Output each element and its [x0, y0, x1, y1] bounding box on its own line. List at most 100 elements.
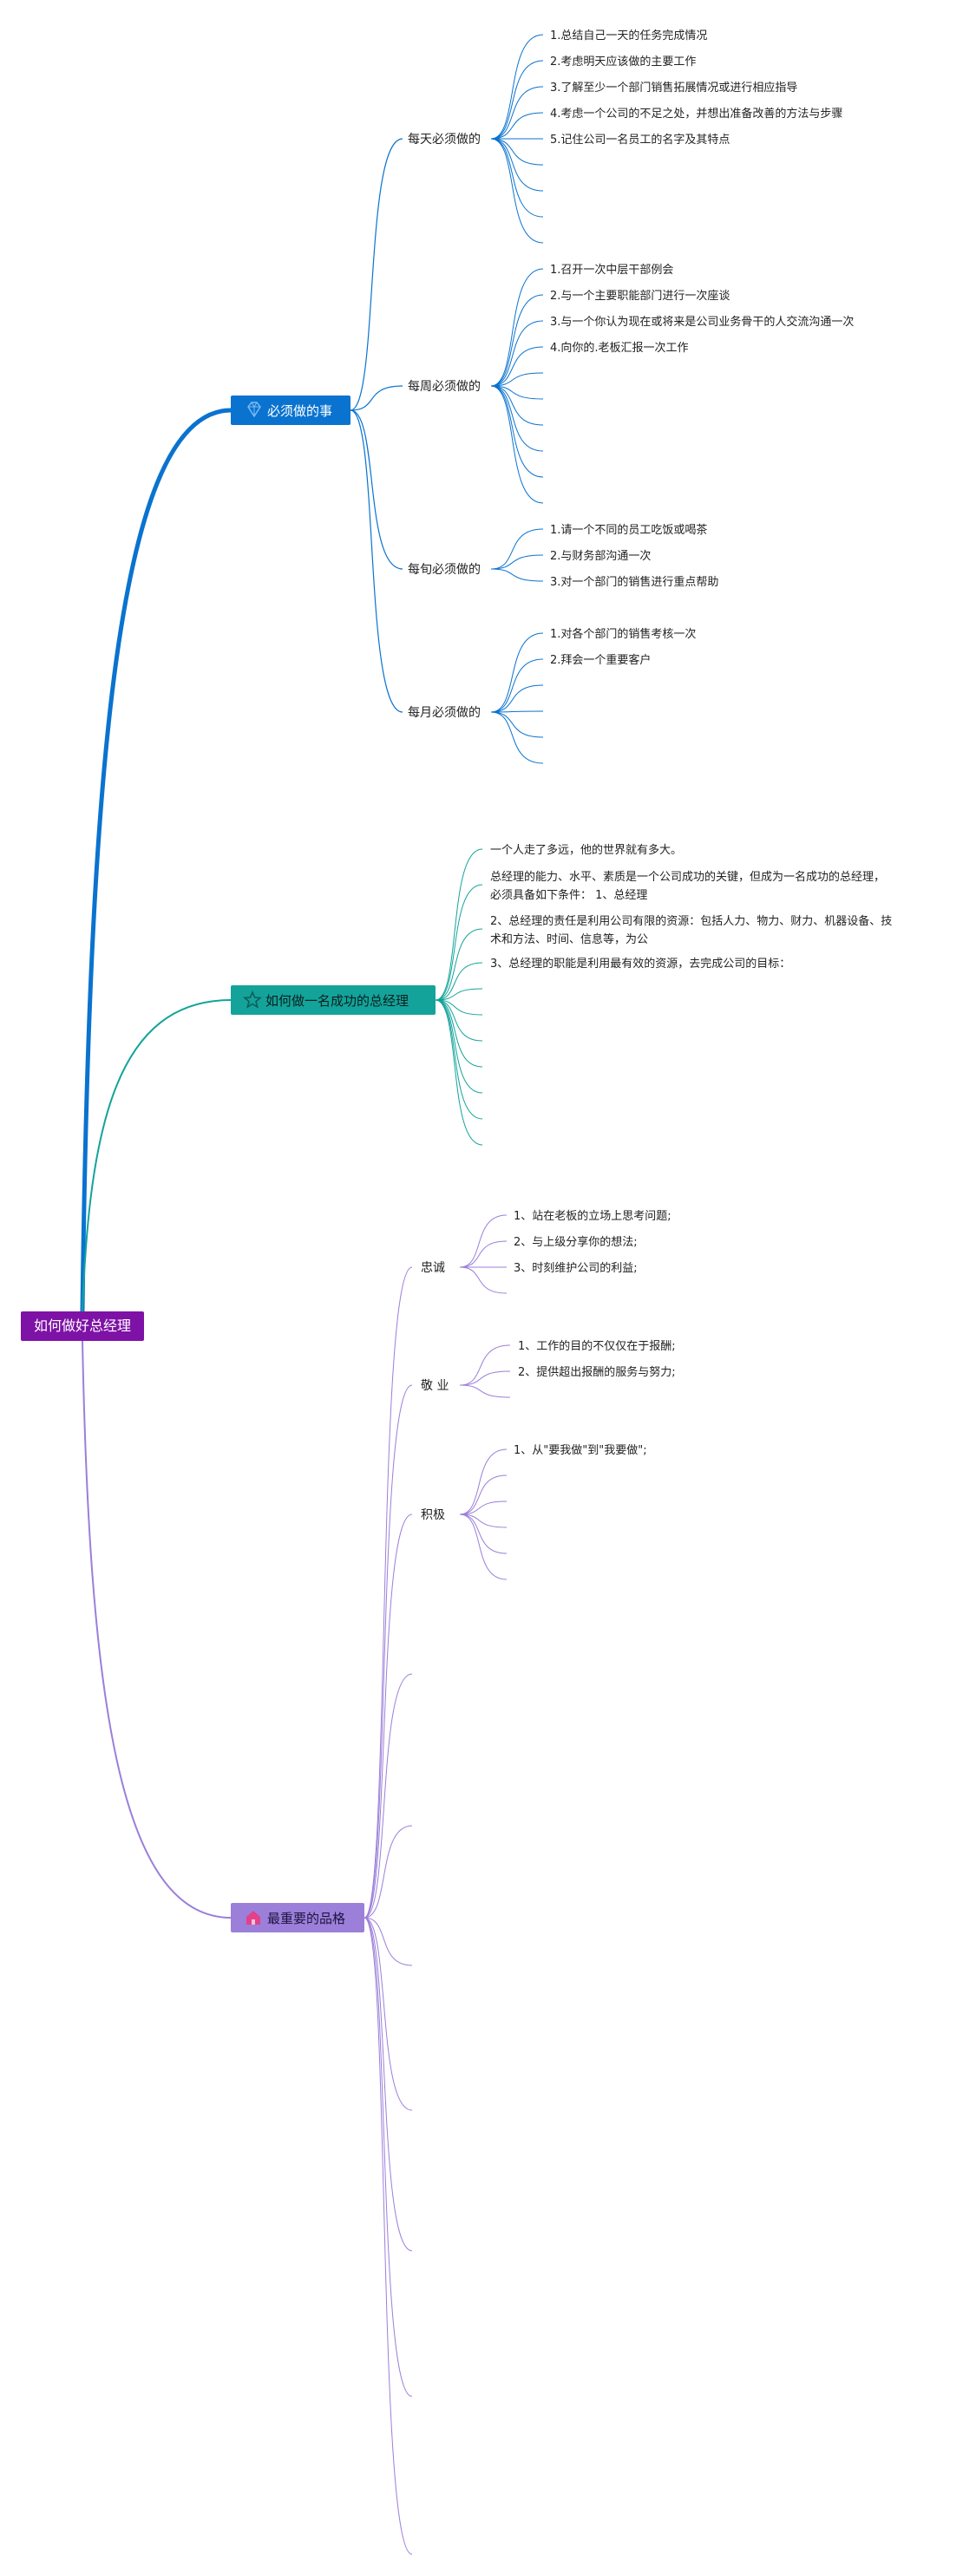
subtopic-proactive[interactable]: 积极: [421, 1508, 445, 1522]
leaf-item[interactable]: 3、总经理的职能是利用最有效的资源，去完成公司的目标：: [490, 957, 790, 971]
leaf-item[interactable]: 3.了解至少一个部门销售拓展情况或进行相应指导: [550, 81, 797, 95]
connector-subtopic-leaf: [459, 1514, 508, 1580]
leaf-item[interactable]: 一个人走了多远，他的世界就有多大。: [490, 843, 682, 857]
connector-branch-leaf: [435, 999, 483, 1146]
connector-branch-subtopic: [364, 1917, 413, 2252]
root-node-box: [21, 1311, 144, 1341]
connector-subtopic-leaf: [490, 60, 544, 140]
leaf-item[interactable]: 总经理的能力、水平、素质是一个公司成功的关键，但成为一名成功的总经理，: [490, 870, 885, 884]
leaf-item[interactable]: 3.与一个你认为现在或将来是公司业务骨干的人交流沟通一次: [550, 315, 854, 329]
subtopic-loyalty[interactable]: 忠诚: [421, 1261, 445, 1275]
connector-branch-leaf: [435, 928, 483, 1001]
branch-node-box: [231, 985, 436, 1015]
leaf-item[interactable]: 1、从"要我做"到"我要做";: [514, 1444, 647, 1457]
leaf-item[interactable]: 1、工作的目的不仅仅在于报酬;: [518, 1339, 676, 1353]
branch-node-box: [231, 396, 350, 425]
leaf-item[interactable]: 2.考虑明天应该做的主要工作: [550, 55, 696, 69]
gem-icon: [247, 402, 261, 418]
leaf-item[interactable]: 术和方法、时间、信息等，为公: [490, 932, 648, 946]
connector-subtopic-leaf: [490, 684, 544, 713]
root-node[interactable]: 如何做好总经理: [21, 1311, 144, 1341]
connector-subtopic-leaf: [490, 710, 544, 713]
connector-subtopic-leaf: [459, 1214, 508, 1268]
connector-branch-subtopic: [364, 1917, 413, 2555]
leaf-item[interactable]: 1.召开一次中层干部例会: [550, 263, 673, 277]
branch-node-character[interactable]: 最重要的品格: [231, 1903, 364, 1932]
subtopic-monthly[interactable]: 每月必须做的: [408, 706, 481, 720]
connector-branch-subtopic: [364, 1673, 413, 1919]
connector-subtopic-leaf: [490, 385, 544, 478]
connector-subtopic-leaf: [490, 554, 544, 570]
connector-branch-leaf: [435, 999, 483, 1016]
leaf-item[interactable]: 4.考虑一个公司的不足之处，并想出准备改善的方法与步骤: [550, 107, 842, 121]
leaf-item[interactable]: 1.总结自己一天的任务完成情况: [550, 29, 707, 42]
connector-branch-subtopic: [364, 1917, 413, 2397]
leaf-item[interactable]: 5.记住公司一名员工的名字及其特点: [550, 133, 730, 147]
connector-branch-leaf: [435, 999, 483, 1068]
connector-branch-leaf: [435, 884, 483, 1001]
connector-branch-subtopic: [350, 409, 403, 713]
leaf-item[interactable]: 2、总经理的责任是利用公司有限的资源：包括人力、物力、财力、机器设备、技: [490, 914, 892, 928]
connector-branch-subtopic: [364, 1917, 413, 1966]
leaf-item[interactable]: 2、与上级分享你的想法;: [514, 1235, 638, 1249]
connector-subtopic-leaf: [490, 385, 544, 426]
connector-subtopic-leaf: [490, 320, 544, 387]
leaf-item[interactable]: 1.对各个部门的销售考核一次: [550, 627, 696, 641]
connector-subtopic-leaf: [459, 1514, 508, 1554]
connector-subtopic-leaf: [490, 385, 544, 504]
connector-subtopic-leaf: [490, 568, 544, 582]
connector-subtopic-leaf: [490, 632, 544, 713]
leaf-item[interactable]: 2.与财务部沟通一次: [550, 549, 651, 563]
connector-branch-subtopic: [364, 1825, 413, 1919]
connector-branch-subtopic: [350, 138, 403, 411]
branch-node-label: 如何做一名成功的总经理: [265, 993, 409, 1009]
branch-node-success[interactable]: 如何做一名成功的总经理: [231, 985, 436, 1015]
leaf-item[interactable]: 必须具备如下条件： 1、总经理: [490, 888, 647, 902]
connector-subtopic-leaf: [459, 1514, 508, 1528]
subtopic-ten-day[interactable]: 每旬必须做的: [408, 563, 481, 577]
connector-subtopic-leaf: [459, 1500, 508, 1515]
connector-branch-leaf: [435, 848, 483, 1001]
connector-branch-subtopic: [350, 385, 403, 411]
connector-subtopic-leaf: [490, 138, 544, 244]
connector-root-branch: [80, 408, 233, 1314]
connector-subtopic-leaf: [490, 34, 544, 140]
connector-subtopic-leaf: [490, 268, 544, 387]
connectors: [80, 34, 544, 2555]
connector-branch-leaf: [435, 988, 483, 1001]
connector-subtopic-leaf: [490, 346, 544, 387]
connector-subtopic-leaf: [490, 711, 544, 764]
connector-branch-subtopic: [364, 1917, 413, 2111]
subtopic-daily[interactable]: 每天必须做的: [408, 133, 481, 147]
connector-subtopic-leaf: [459, 1266, 508, 1294]
branch-node-label: 必须做的事: [267, 403, 332, 419]
leaf-item[interactable]: 3.对一个部门的销售进行重点帮助: [550, 575, 718, 589]
connector-subtopic-leaf: [490, 711, 544, 738]
connector-subtopic-leaf: [490, 385, 544, 400]
connector-root-branch: [82, 999, 232, 1312]
connector-subtopic-leaf: [490, 138, 544, 166]
leaf-item[interactable]: 2.拜会一个重要客户: [550, 653, 651, 667]
leaf-item[interactable]: 3、时刻维护公司的利益;: [514, 1261, 638, 1275]
leaf-item[interactable]: 2、提供超出报酬的服务与努力;: [518, 1365, 676, 1379]
connector-branch-leaf: [435, 999, 483, 1042]
connector-branch-leaf: [435, 962, 483, 1001]
leaf-item[interactable]: 1、站在老板的立场上思考问题;: [514, 1209, 671, 1223]
connector-branch-subtopic: [364, 1384, 413, 1919]
connector-subtopic-leaf: [459, 1344, 511, 1386]
connector-subtopic-leaf: [459, 1370, 511, 1386]
connector-subtopic-leaf: [490, 372, 544, 387]
connector-branch-leaf: [435, 999, 483, 1094]
connector-subtopic-leaf: [459, 1384, 511, 1398]
house-icon: [246, 1911, 260, 1925]
connector-subtopic-leaf: [490, 658, 544, 713]
leaf-item[interactable]: 2.与一个主要职能部门进行一次座谈: [550, 289, 730, 303]
subtopic-weekly[interactable]: 每周必须做的: [408, 380, 481, 394]
leaf-item[interactable]: 1.请一个不同的员工吃饭或喝茶: [550, 523, 707, 537]
subtopic-dedication[interactable]: 敬 业: [421, 1379, 449, 1393]
connector-subtopic-leaf: [459, 1240, 508, 1268]
leaf-item[interactable]: 4.向你的.老板汇报一次工作: [550, 341, 689, 355]
branch-node-must-do[interactable]: 必须做的事: [231, 396, 350, 425]
connector-subtopic-leaf: [490, 528, 544, 570]
